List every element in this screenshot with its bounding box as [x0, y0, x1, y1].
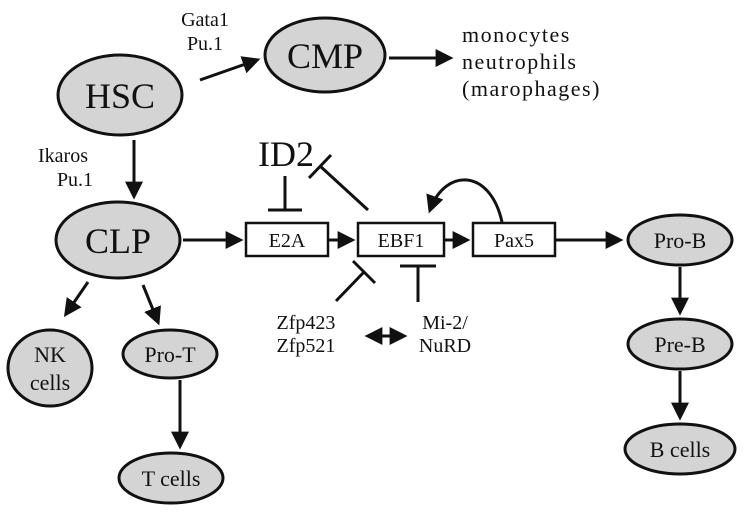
- gene-box-ebf1: EBF1: [356, 221, 446, 258]
- label-neutrophils: neutrophils: [462, 49, 578, 74]
- node-nk-label-line2: cells: [30, 370, 70, 395]
- gene-pax5-label: Pax5: [494, 230, 534, 252]
- node-t-cells: T cells: [117, 451, 225, 505]
- label-nurd: NuRD: [419, 335, 471, 357]
- label-gata1: Gata1: [181, 9, 229, 31]
- node-pro-b-label: Pro-B: [654, 228, 707, 253]
- node-clp: CLP: [54, 200, 182, 280]
- node-pro-b: Pro-B: [626, 213, 734, 267]
- node-hsc: HSC: [56, 53, 184, 137]
- inhibit-id2-e2a: [268, 176, 302, 212]
- label-mi2: Mi-2/: [422, 312, 468, 334]
- node-b-cells-label: B cells: [650, 437, 711, 462]
- label-id2: ID2: [258, 134, 314, 174]
- inhibit-mi2-ebf1: [400, 264, 436, 302]
- label-monocytes: monocytes: [462, 22, 571, 47]
- inhibit-ebf1-id2: [307, 153, 370, 212]
- arrow-pax5-feedback-ebf1: [426, 178, 504, 223]
- label-zfp423: Zfp423: [277, 312, 336, 334]
- label-ikaros: Ikaros: [38, 145, 88, 167]
- node-hsc-label: HSC: [85, 76, 155, 116]
- gene-e2a-label: E2A: [269, 230, 306, 252]
- label-pu1-left: Pu.1: [57, 169, 93, 191]
- gene-box-pax5: Pax5: [471, 221, 557, 258]
- node-b-cells: B cells: [623, 422, 737, 476]
- node-nk-cells: NK cells: [6, 328, 94, 408]
- node-pre-b: Pre-B: [626, 317, 734, 371]
- node-pro-t: Pro-T: [121, 328, 219, 380]
- arrow-clp-nk: [63, 281, 90, 317]
- label-pu1-top: Pu.1: [187, 33, 223, 55]
- node-cmp: CMP: [263, 16, 387, 94]
- gene-box-e2a: E2A: [244, 221, 330, 258]
- node-t-cells-label: T cells: [142, 466, 201, 491]
- inhibit-zfp-ebf1: [334, 259, 377, 303]
- gene-ebf1-label: EBF1: [378, 230, 425, 252]
- node-clp-label: CLP: [85, 221, 151, 261]
- arrow-clp-prot: [141, 284, 161, 326]
- label-macrophages: (marophages): [462, 76, 601, 101]
- arrow-hsc-cmp: [199, 56, 261, 82]
- label-zfp521: Zfp521: [277, 335, 336, 357]
- node-pre-b-label: Pre-B: [654, 332, 705, 357]
- node-nk-label-line1: NK: [34, 342, 66, 367]
- node-pro-t-label: Pro-T: [144, 342, 196, 367]
- node-cmp-label: CMP: [287, 36, 363, 76]
